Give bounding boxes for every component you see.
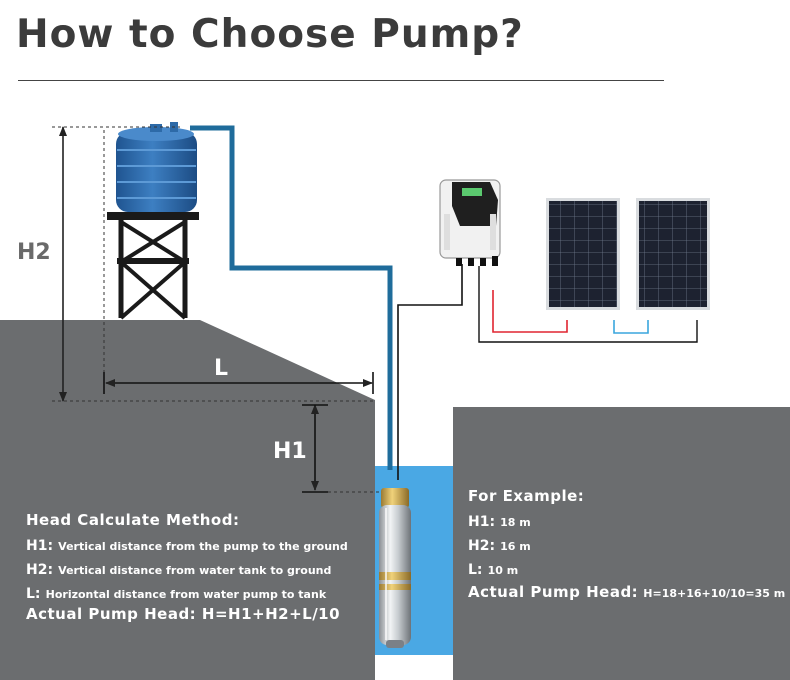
page-title: How to Choose Pump? [16, 12, 524, 57]
method-item-desc: Horizontal distance from water pump to t… [45, 588, 327, 601]
example-item-value: 16 m [500, 540, 531, 553]
example-item-h1: H1: 18 m [468, 511, 531, 530]
title-divider [18, 80, 664, 81]
example-result: Actual Pump Head: H=18+16+10/10=35 m [468, 582, 785, 601]
example-item-h2: H2: 16 m [468, 535, 531, 554]
pump-cable [397, 264, 463, 480]
water-tank [116, 122, 197, 212]
wire-blue [613, 320, 649, 334]
method-item-desc: Vertical distance from the pump to the g… [58, 540, 348, 553]
wire-black [478, 266, 698, 343]
method-item-key: H1: [26, 538, 54, 554]
example-result-label: Actual Pump Head: [468, 583, 639, 601]
example-item-key: H2: [468, 538, 496, 554]
pump-controller [439, 179, 501, 266]
ground-right [453, 407, 790, 680]
method-heading: Head Calculate Method: [26, 511, 240, 529]
h1-label: H1 [273, 439, 307, 464]
ground-left [0, 320, 375, 680]
example-result-value: H=18+16+10/10=35 m [643, 587, 786, 600]
example-item-key: H1: [468, 514, 496, 530]
method-item-key: L: [26, 586, 41, 602]
submersible-pump [379, 488, 411, 648]
method-formula: Actual Pump Head: H=H1+H2+L/10 [26, 605, 341, 623]
example-item-value: 10 m [487, 564, 519, 577]
method-item-h2: H2: Vertical distance from water tank to… [26, 559, 331, 578]
solar-panel-left [546, 198, 620, 310]
water-tank-tower [107, 212, 199, 320]
example-item-value: 18 m [500, 516, 531, 529]
method-item-key: H2: [26, 562, 54, 578]
example-item-l: L: 10 m [468, 559, 518, 578]
wire-red [492, 290, 568, 333]
example-item-key: L: [468, 562, 483, 578]
h2-label: H2 [17, 240, 51, 265]
solar-panel-right [636, 198, 710, 310]
method-item-l: L: Horizontal distance from water pump t… [26, 583, 326, 602]
example-heading: For Example: [468, 487, 585, 505]
method-item-desc: Vertical distance from water tank to gro… [58, 564, 332, 577]
l-label: L [214, 356, 229, 381]
water-pipe [190, 125, 393, 470]
method-item-h1: H1: Vertical distance from the pump to t… [26, 535, 348, 554]
